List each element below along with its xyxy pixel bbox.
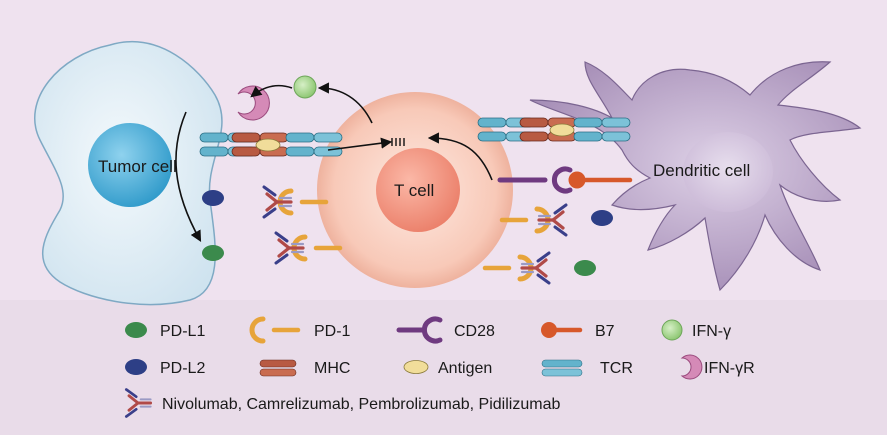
- t-cell-label: T cell: [394, 181, 434, 200]
- pdl1-dendritic: [574, 260, 596, 276]
- arrow-tcr-signal-left: [327, 137, 393, 151]
- legend-tcr-icon: [541, 359, 583, 377]
- arrow-ifng-to-receptor: [250, 84, 293, 98]
- legend-pd1-label: PD-1: [314, 323, 351, 340]
- ifng-molecule: [293, 75, 317, 99]
- legend-ifngr-icon: [680, 354, 703, 380]
- legend-cd28-label: CD28: [454, 323, 495, 340]
- legend-ifng-label: IFN-γ: [692, 323, 731, 340]
- arrow-receptor-to-pdl1: [175, 111, 202, 242]
- legend-ifng-icon: [661, 319, 683, 341]
- b7-head: [568, 171, 586, 189]
- mhc-tcr-complex-tumor: [199, 132, 343, 157]
- inhibition-marks: [391, 138, 405, 146]
- pdl2-dendritic: [591, 210, 613, 226]
- cd28-b7-pair: [497, 166, 633, 194]
- tumor-cell: Tumor cell: [34, 41, 223, 306]
- legend-mhc-icon: [259, 359, 297, 377]
- legend-pdl2-label: PD-L2: [160, 360, 205, 377]
- legend-mhc-label: MHC: [314, 360, 350, 377]
- cd28-cup: [551, 166, 573, 194]
- legend-pdl1-label: PD-L1: [160, 323, 205, 340]
- legend-antibody-label: Nivolumab, Camrelizumab, Pembrolizumab, …: [162, 396, 560, 413]
- mhc-tcr-complex-dendritic: [477, 117, 631, 142]
- t-cell: T cell: [317, 92, 513, 288]
- legend-pdl1-icon: [125, 322, 147, 338]
- antigen-dendritic: [549, 123, 575, 137]
- signal-arrows: [175, 82, 493, 242]
- legend-b7-icon: [541, 322, 583, 338]
- tumor-cell-nucleus: [88, 123, 172, 207]
- dendritic-cell-label: Dendritic cell: [653, 161, 750, 180]
- legend-antigen-label: Antigen: [438, 360, 492, 377]
- legend-ifngr-label: IFN-γR: [704, 360, 755, 377]
- pdl1-tumor: [202, 245, 224, 261]
- legend-cd28-icon: [396, 316, 443, 344]
- arrow-tcr-signal-right: [427, 132, 493, 181]
- legend-pdl2-icon: [125, 359, 147, 375]
- tumor-cell-label: Tumor cell: [98, 157, 177, 176]
- dendritic-cell-nucleus: [683, 132, 773, 212]
- legend: PD-L1 PD-1 CD28 B7 IFN-γ PD-L2 MHC Antig…: [124, 316, 755, 418]
- legend-tcr-label: TCR: [600, 360, 633, 377]
- legend-antigen-icon: [403, 360, 429, 374]
- pdl2-tumor: [202, 190, 224, 206]
- legend-background: [0, 300, 887, 435]
- legend-b7-label: B7: [595, 323, 615, 340]
- t-cell-nucleus: [376, 148, 460, 232]
- antigen-tumor: [255, 138, 281, 152]
- arrow-tcell-to-ifng: [317, 82, 373, 124]
